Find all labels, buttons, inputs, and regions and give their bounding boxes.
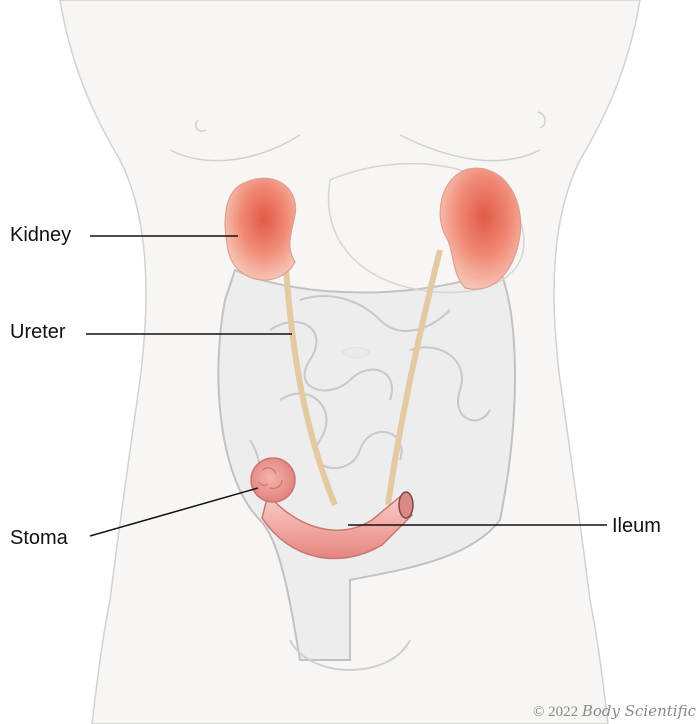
stoma-label: Stoma bbox=[10, 528, 68, 548]
copyright-prefix: © 2022 bbox=[533, 704, 578, 720]
ureter-label: Ureter bbox=[10, 322, 66, 342]
kidney-label: Kidney bbox=[10, 225, 71, 245]
left-kidney bbox=[225, 178, 295, 280]
stoma bbox=[251, 458, 295, 502]
copyright-credit: © 2022 Body Scientific bbox=[533, 702, 696, 721]
ileum-label: Ileum bbox=[612, 516, 661, 536]
brand-name: Body Scientific bbox=[582, 702, 696, 720]
ileum-end bbox=[399, 492, 413, 518]
